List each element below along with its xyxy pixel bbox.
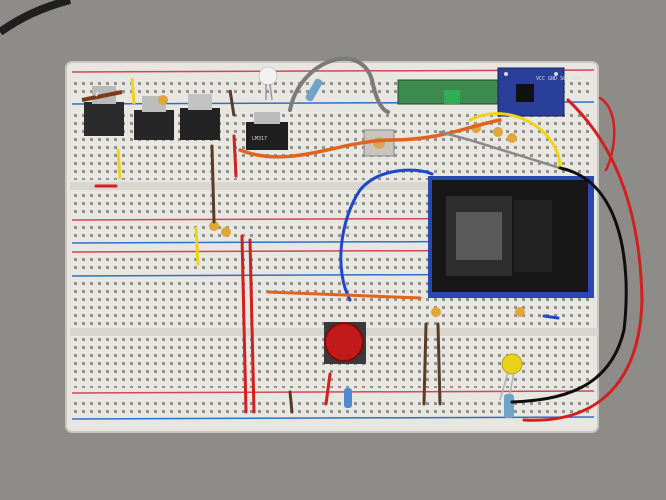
wire-gray-top [288, 56, 390, 114]
regulator-label: LM317 [252, 136, 267, 142]
resistor-top [305, 78, 323, 102]
regulator-4 [246, 122, 288, 150]
led-white [258, 66, 278, 86]
center-channel-top [70, 182, 598, 190]
capacitor-top-3 [493, 127, 503, 137]
regulator-2 [134, 110, 174, 140]
capacitor-top-4 [507, 133, 517, 143]
diode [81, 90, 123, 102]
led-yellow-leg-1 [499, 371, 509, 401]
sensor-module-label: VCC GND SCL SDA [536, 76, 581, 82]
wire-blue [339, 168, 434, 302]
rail-line-red-bottom [71, 390, 595, 394]
led-white-leg-2 [269, 83, 273, 101]
regulator-3-tab [188, 94, 212, 110]
capacitor-mid-2 [221, 227, 231, 237]
resistor-top-body [305, 78, 323, 102]
wire-red-long [522, 98, 644, 422]
regulator-3 [180, 108, 220, 140]
wire-black-long [510, 166, 628, 404]
wire-orange-mid [266, 290, 422, 300]
wire-red-vertical-1 [240, 234, 248, 414]
led-yellow [501, 353, 523, 375]
wire-brown-bottom-2 [422, 322, 428, 406]
cable-top-left [0, 0, 72, 36]
push-button [324, 322, 364, 362]
wire-brown-top [228, 89, 236, 117]
wires [94, 56, 644, 422]
capacitor-bottom-1 [431, 307, 441, 317]
regulator-group: LM317 [84, 86, 288, 150]
wire-blue-short [542, 314, 560, 320]
ic-socket-window [456, 212, 502, 260]
holes-rail-bottom [74, 398, 594, 414]
wire-yellow-top [468, 112, 562, 170]
regulator-1 [84, 102, 124, 136]
wire-red-vertical-2 [248, 238, 256, 414]
wire-yellow-short-top [130, 77, 136, 105]
wire-yellow-left [116, 148, 122, 180]
wire-red-top-short [232, 134, 238, 178]
wire-gray-diagonal [438, 130, 562, 170]
capacitor-top-1 [158, 95, 168, 105]
capacitor-bottom-2 [515, 307, 525, 317]
wire-red-right-top [598, 96, 616, 172]
wire-red-bottom [324, 372, 332, 406]
wire-brown-mid [210, 144, 216, 224]
wire-brown-bottom-3 [436, 322, 442, 406]
sensor-module-hole-2 [554, 72, 558, 76]
wire-brown-bottom-1 [288, 390, 294, 414]
wire-yellow-mid [194, 226, 200, 266]
resistor-bottom [504, 394, 514, 418]
sensor-module-hole-1 [504, 72, 508, 76]
resistor-bottom-mid [344, 388, 352, 408]
diode-band [95, 91, 99, 97]
sensor-module-chip [516, 84, 534, 102]
ic-socket-latch [514, 200, 552, 272]
wire-orange-top [238, 118, 502, 159]
radio-module-chip [444, 90, 460, 104]
regulator-4-tab [254, 112, 280, 124]
capacitor-mid-1 [209, 221, 219, 231]
